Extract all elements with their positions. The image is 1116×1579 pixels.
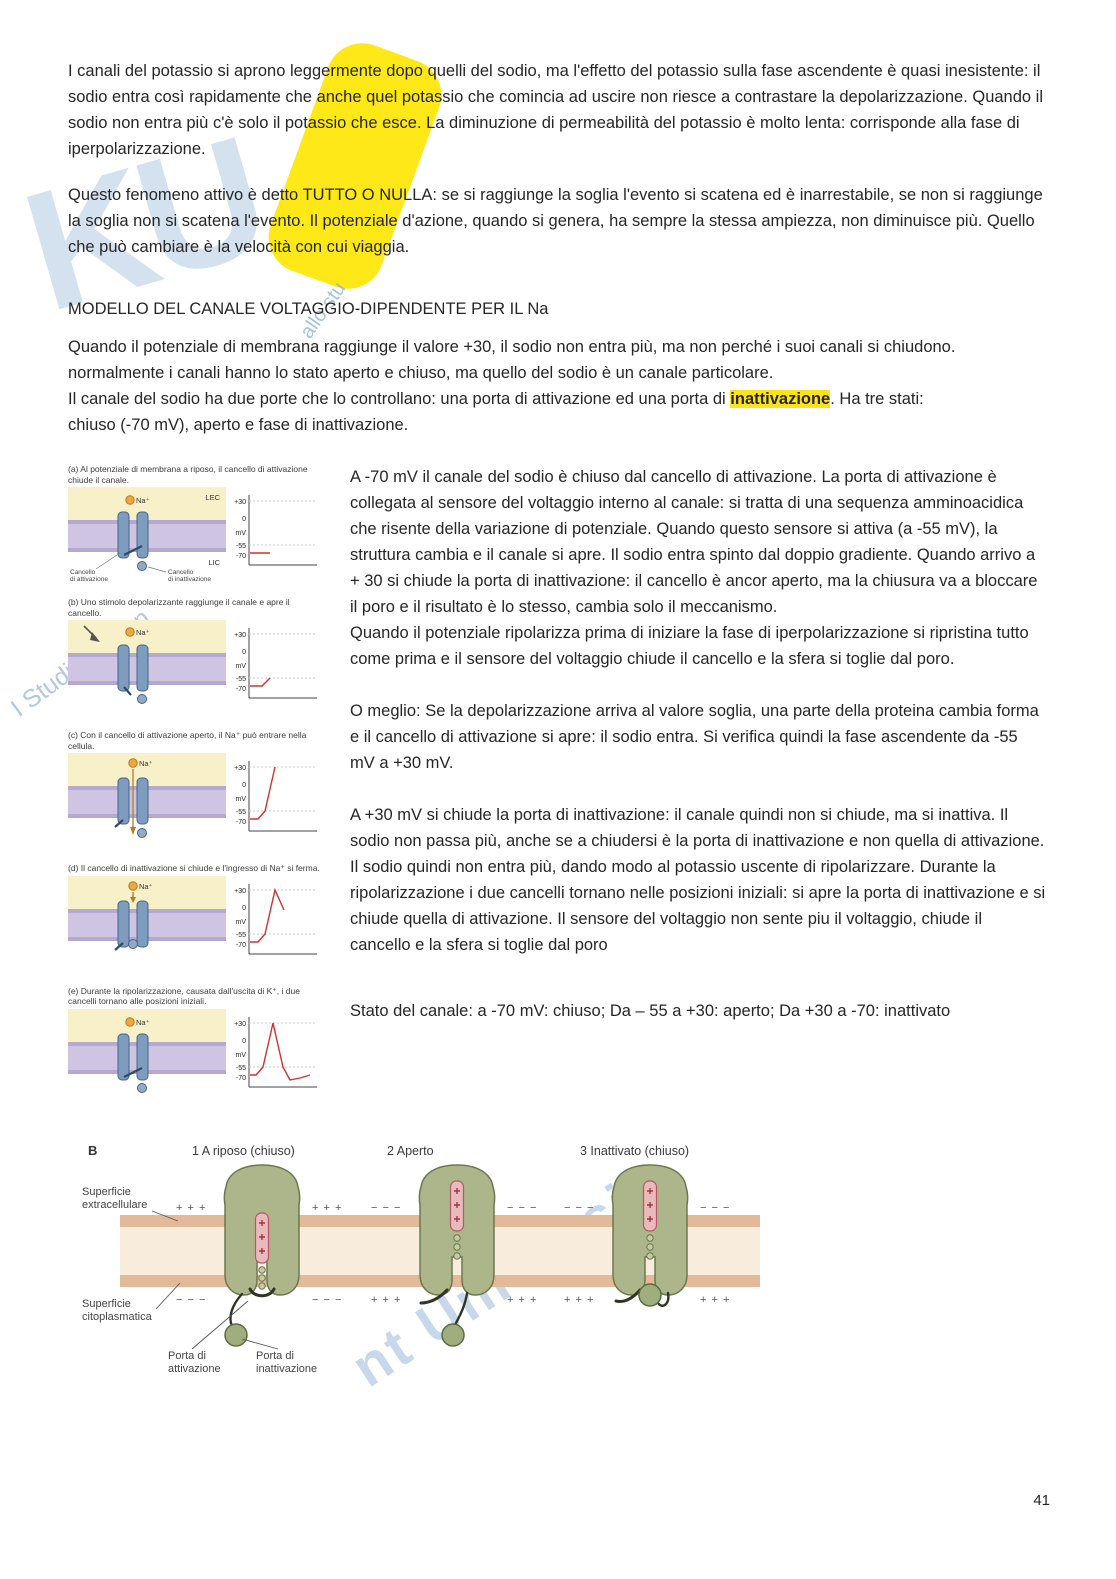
tick-m70: -70 [236, 942, 246, 949]
paragraph-o-meglio: O meglio: Se la depolarizzazione arriva … [350, 702, 1044, 772]
channel-state-1-resting: + + + + + + − − − − − − [176, 1163, 342, 1347]
charge-label: + + + [564, 1294, 594, 1306]
tick-m55: -55 [236, 1065, 246, 1072]
page-content: I canali del potassio si aprono leggerme… [68, 62, 1050, 1387]
gate-activation-label2: attivazione [168, 1363, 221, 1375]
charge-label: − − − [176, 1294, 206, 1306]
paragraph-inattivazione: A +30 mV si chiude la porta di inattivaz… [350, 806, 1050, 954]
tick-0: 0 [242, 516, 246, 523]
panel-e-caption: (e) Durante la ripolarizzazione, causata… [68, 985, 300, 1007]
na-label: Na⁺ [136, 1018, 150, 1027]
tick-m55: -55 [236, 676, 246, 683]
surface-cytoplasmic-label2: citoplasmatica [82, 1311, 153, 1323]
na-label: Na⁺ [136, 496, 150, 505]
tick-m70: -70 [236, 686, 246, 693]
state-2-label: 2 Aperto [387, 1144, 434, 1158]
surface-cytoplasmic-label: Superficie [82, 1298, 131, 1310]
tick-m70: -70 [236, 553, 246, 560]
tick-mv: mV [236, 919, 247, 926]
surface-extracellular-label2: extracellulare [82, 1199, 147, 1211]
tick-0: 0 [242, 649, 246, 656]
tick-0: 0 [242, 905, 246, 912]
figure-a-panel-d: (d) Il cancello di inattivazione si chiu… [68, 863, 326, 977]
paragraph-stato-del-canale: Stato del canale: a -70 mV: chiuso; Da –… [350, 1002, 951, 1020]
panel-d-caption: (d) Il cancello di inattivazione si chiu… [68, 863, 320, 873]
tick-m55: -55 [236, 809, 246, 816]
charge-label: − − − [371, 1202, 401, 1214]
figure-a-panel-e: (e) Durante la ripolarizzazione, causata… [68, 986, 326, 1110]
tick-p30: +30 [234, 765, 246, 772]
tick-m70: -70 [236, 819, 246, 826]
tick-m70: -70 [236, 1075, 246, 1082]
cancello-attivazione-label2: di attivazione [70, 576, 108, 583]
surface-extracellular-label: Superficie [82, 1186, 131, 1198]
charge-label: − − − [312, 1294, 342, 1306]
tick-m55: -55 [236, 543, 246, 550]
charge-label: + + + [312, 1202, 342, 1214]
tick-p30: +30 [234, 499, 246, 506]
figure-channel-states-panels: (a) Al potenziale di membrana a riposo, … [68, 464, 326, 1119]
figure-and-text-row: (a) Al potenziale di membrana a riposo, … [68, 464, 1050, 1119]
tick-mv: mV [236, 1052, 247, 1059]
panel-c-caption: (c) Con il cancello di attivazione apert… [68, 730, 307, 751]
figure-a-panel-b: (b) Uno stimolo depolarizzante raggiunge… [68, 597, 326, 721]
lec-label: LEC [205, 493, 220, 502]
tick-p30: +30 [234, 888, 246, 895]
channel-state-3-inactivated: − − − − − − + + + + + + [564, 1163, 730, 1307]
state-3-label: 3 Inattivato (chiuso) [580, 1144, 689, 1158]
charge-label: − − − [700, 1202, 730, 1214]
channel-state-2-open: − − − − − − + + + + + + [371, 1163, 537, 1347]
cancello-inattivazione-label2: di inattivazione [168, 576, 211, 583]
panel-c-illustration: Na⁺ +30 0 mV -55 -70 [68, 753, 317, 838]
charge-label: + + + [371, 1294, 401, 1306]
paragraph-potassio: I canali del potassio si aprono leggerme… [68, 62, 1048, 158]
section-heading: MODELLO DEL CANALE VOLTAGGIO-DIPENDENTE … [68, 300, 549, 318]
na-label: Na⁺ [136, 628, 150, 637]
tick-p30: +30 [234, 1021, 246, 1028]
na-label: Na⁺ [139, 759, 153, 768]
tick-0: 0 [242, 782, 246, 789]
panel-b-caption: (b) Uno stimolo depolarizzante raggiunge… [68, 597, 290, 618]
page-number: 41 [1033, 1492, 1050, 1509]
panel-a-illustration: Na⁺ LEC LIC Cancello di attivazione Canc… [68, 487, 317, 583]
tick-p30: +30 [234, 632, 246, 639]
gate-inactivation-label: Porta di [256, 1350, 294, 1362]
figure-a-panel-a: (a) Al potenziale di membrana a riposo, … [68, 464, 326, 588]
paragraph-tutto-o-nulla: Questo fenomeno attivo è detto TUTTO O N… [68, 186, 1048, 256]
panel-a-caption: (a) Al potenziale di membrana a riposo, … [68, 464, 308, 485]
figure-b-illustration: B 1 A riposo (chiuso) 2 Aperto 3 Inattiv… [82, 1143, 760, 1375]
panel-d-illustration: Na⁺ +30 0 mV -55 -70 [68, 875, 317, 954]
figure-b-label: B [88, 1143, 97, 1158]
tick-0: 0 [242, 1038, 246, 1045]
paragraph-meccanismo-canale: A -70 mV il canale del sodio è chiuso da… [350, 468, 1038, 668]
figure-channel-three-states: B 1 A riposo (chiuso) 2 Aperto 3 Inattiv… [80, 1137, 1050, 1387]
panel-b-illustration: Na⁺ +30 0 mV -55 -70 [68, 620, 317, 704]
cancello-inattivazione-label: Cancello [168, 569, 194, 576]
figure-a-panel-c: (c) Con il cancello di attivazione apert… [68, 730, 326, 854]
gate-activation-label: Porta di [168, 1350, 206, 1362]
charge-label: − − − [564, 1202, 594, 1214]
charge-label: − − − [507, 1202, 537, 1214]
tick-mv: mV [236, 663, 247, 670]
panel-e-illustration: Na⁺ +30 0 mV -55 -70 [68, 1008, 317, 1093]
body-text-column: A -70 mV il canale del sodio è chiuso da… [350, 464, 1046, 1024]
tick-mv: mV [236, 530, 247, 537]
tick-m55: -55 [236, 932, 246, 939]
gate-inactivation-label2: inattivazione [256, 1363, 317, 1375]
lic-label: LIC [208, 558, 220, 567]
charge-label: + + + [700, 1294, 730, 1306]
charge-label: + + + [176, 1202, 206, 1214]
state-1-label: 1 A riposo (chiuso) [192, 1144, 295, 1158]
cancello-attivazione-label: Cancello [70, 569, 96, 576]
na-label: Na⁺ [139, 882, 153, 891]
paragraph-canale-sodio: Quando il potenziale di membrana raggiun… [68, 338, 956, 434]
charge-label: + + + [507, 1294, 537, 1306]
tick-mv: mV [236, 796, 247, 803]
